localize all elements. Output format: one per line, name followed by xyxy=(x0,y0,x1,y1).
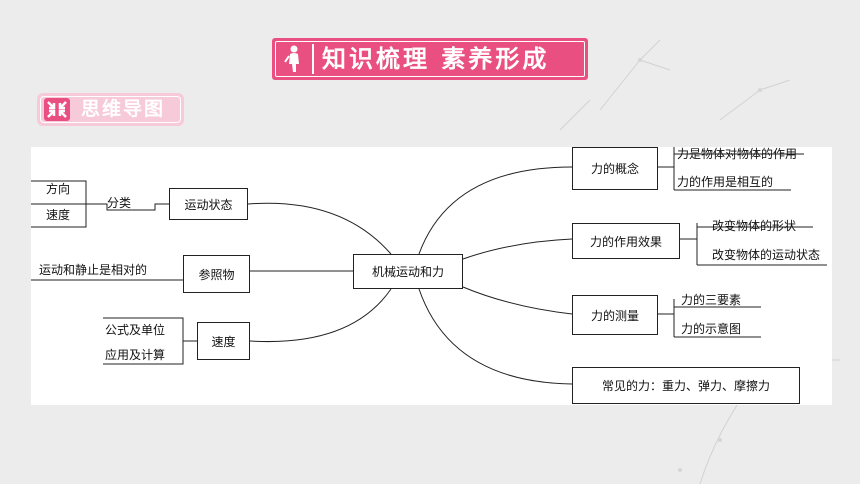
effect-bracket xyxy=(680,223,827,266)
leaf-application: 应用及计算 xyxy=(105,348,166,362)
node-force-measure: 力的测量 xyxy=(572,295,658,335)
leaf-three-elements: 力的三要素 xyxy=(681,293,742,307)
section-title-banner: 知识梳理 素养形成 xyxy=(272,38,588,80)
measure-bracket xyxy=(658,299,761,338)
node-common-forces: 常见的力：重力、弹力、摩擦力 xyxy=(572,367,800,404)
title-separator xyxy=(312,44,314,74)
leaf-change-motion: 改变物体的运动状态 xyxy=(712,248,821,262)
node-center: 机械运动和力 xyxy=(353,254,463,289)
leaf-speed-type: 速度 xyxy=(46,208,71,222)
leaf-force-diagram: 力的示意图 xyxy=(681,322,742,336)
leaf-formula-unit: 公式及单位 xyxy=(105,323,166,337)
sub-banner-border xyxy=(40,96,181,123)
shrink-arrows-icon xyxy=(44,98,70,121)
concept-bracket xyxy=(658,147,804,191)
node-force-effect: 力的作用效果 xyxy=(572,223,680,259)
center-to-effect xyxy=(462,238,573,260)
leaf-change-shape: 改变物体的形状 xyxy=(712,219,797,233)
center-to-common xyxy=(418,288,573,385)
center-to-speed xyxy=(249,288,392,343)
connector-classification: 分类 xyxy=(107,196,132,210)
leaf-force-mutual: 力的作用是相互的 xyxy=(677,175,774,189)
center-to-motion-state xyxy=(247,202,392,255)
node-reference: 参照物 xyxy=(183,255,250,293)
node-speed: 速度 xyxy=(197,322,250,360)
motion-state-link xyxy=(86,203,169,211)
mind-map-connectors xyxy=(31,147,827,385)
leaf-direction: 方向 xyxy=(46,182,71,196)
motion-state-bracket xyxy=(31,180,87,228)
node-motion-state: 运动状态 xyxy=(169,188,248,220)
node-force-concept: 力的概念 xyxy=(572,147,658,190)
speed-bracket xyxy=(103,317,197,365)
mind-map-label-banner: 思维导图 xyxy=(37,93,184,126)
leaf-relative-motion: 运动和静止是相对的 xyxy=(39,263,148,277)
title-banner-border xyxy=(275,41,585,77)
leaf-force-definition: 力是物体对物体的作用 xyxy=(677,147,798,161)
mind-map-panel: 方向 速度 分类 运动状态 运动和静止是相对的 参照物 公式及单位 应用及计算 … xyxy=(31,147,832,405)
center-to-concept xyxy=(418,166,573,255)
section-title: 知识梳理 素养形成 xyxy=(322,45,550,73)
person-icon xyxy=(284,45,299,72)
center-to-measure xyxy=(462,286,573,315)
mind-map-label: 思维导图 xyxy=(81,98,166,120)
